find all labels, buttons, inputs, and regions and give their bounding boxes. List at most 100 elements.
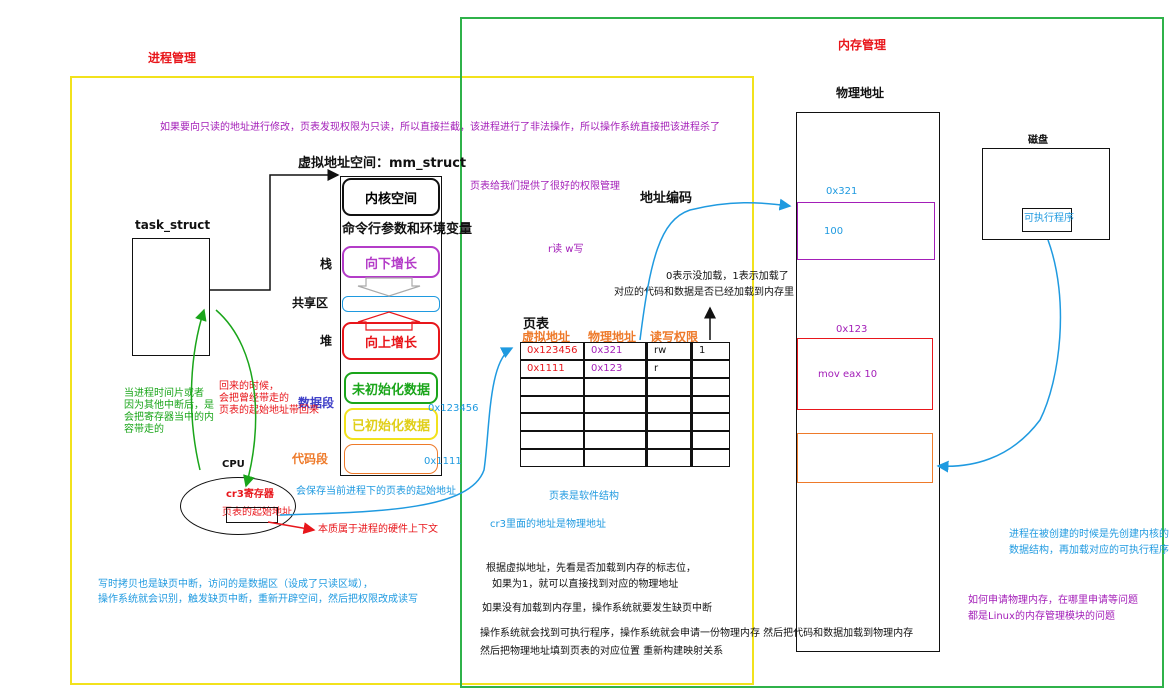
stack-region: 向下增长 [342, 246, 440, 278]
page-table-cell: 0x1111 [520, 359, 584, 378]
initialized-data-region: 已初始化数据 [344, 408, 438, 440]
rw-legend: r读 w写 [548, 244, 584, 255]
shared-region-label: 共享区 [292, 296, 329, 310]
page-table-cell [584, 395, 646, 414]
physical-value-mov: mov eax 10 [818, 369, 878, 380]
page-table-cell [692, 377, 730, 396]
header-rw-permission: 读写权限 [650, 330, 699, 344]
linux-question-note: 如何申请物理内存，在哪里申请等问题 都是Linux的内存管理模块的问题 [968, 595, 1138, 622]
page-table-cell: rw [646, 342, 692, 360]
disk-title: 磁盘 [1028, 135, 1048, 146]
page-table-cell [584, 377, 646, 396]
page-table-cell [692, 413, 730, 432]
process-management-title: 进程管理 [148, 51, 197, 65]
page-table-cell: 0x123456 [520, 342, 584, 360]
page-table-cell [520, 413, 584, 432]
readonly-warning-note: 如果要向只读的地址进行修改，页表发现权限为只读，所以直接拦截，该进程进行了非法操… [160, 122, 720, 133]
physical-memory-title: 物理地址 [836, 86, 885, 100]
page-table-cell [692, 449, 730, 467]
page-table-cell [520, 449, 584, 467]
cr3-physical-note: cr3里面的地址是物理地址 [490, 519, 606, 530]
page-table-cell: 1 [692, 342, 730, 360]
memory-management-title: 内存管理 [838, 38, 887, 52]
cpu-circle [180, 477, 296, 535]
page-fault-note: 如果没有加载到内存里，操作系统就要发生缺页中断 [482, 603, 712, 614]
cr3-to-pagetable-arrow [279, 347, 514, 516]
process-management-frame [70, 76, 754, 685]
memory-management-frame [460, 17, 1164, 688]
lookup-note: 根据虚拟地址，先看是否加载到内存的标志位， 如果为1，就可以直接找到对应的物理地… [486, 563, 696, 590]
disk-to-physical-arrow [936, 239, 1062, 473]
code-region [344, 444, 438, 474]
task-struct-label: task_struct [135, 218, 211, 232]
create-order-note: 进程在被创建的时候是先创建内核的 数据结构，再加载对应的可执行程序 [1009, 529, 1169, 556]
physical-block-loaded [797, 433, 933, 483]
uninitialized-data-region: 未初始化数据 [344, 372, 438, 404]
disk-box [982, 148, 1110, 240]
page-table-cell: r [646, 359, 692, 378]
permission-note: 页表给我们提供了很好的权限管理 [470, 181, 620, 192]
switch-back-note: 回来的时候， 会把曾经带走的 页表的起始地址带回来 [219, 381, 319, 416]
physical-value-100: 100 [824, 226, 844, 237]
page-table-cell [584, 449, 646, 467]
page-table-cell [692, 395, 730, 414]
page-table-title: 页表 [523, 317, 550, 332]
page-table-cell [584, 413, 646, 432]
page-table-cell [520, 431, 584, 450]
header-virtual-address: 虚拟地址 [522, 330, 571, 344]
hw-context-arrow [267, 521, 316, 535]
executable-box [1022, 208, 1072, 232]
task-to-mm-arrow [210, 169, 340, 291]
page-table-cell [520, 395, 584, 414]
page-table-cell [520, 377, 584, 396]
load-flag-note-1: 0表示没加载，1表示加载了 [666, 271, 789, 282]
physical-block-0x321 [797, 202, 935, 260]
cmdline-env-region: 命令行参数和环境变量 [342, 222, 473, 237]
physical-address-0x321: 0x321 [826, 186, 858, 197]
header-physical-address: 物理地址 [588, 330, 637, 344]
virtual-space-title: 虚拟地址空间：mm_struct [298, 156, 467, 171]
copy-on-write-note: 写时拷贝也是缺页中断，访问的是数据区（设成了只读区域）， 操作系统就会识别，触发… [98, 579, 418, 605]
data-address: 0x123456 [428, 403, 479, 414]
hardware-context-note: 本质属于进程的硬件上下文 [318, 524, 438, 535]
cr3-register-box [226, 507, 278, 523]
pagetable-start-address: 页表的起始地址 [222, 507, 292, 518]
stack-label: 栈 [320, 257, 333, 271]
green-save-arrow [190, 308, 257, 488]
task-struct-box [132, 238, 210, 356]
address-encoding-label: 地址编码 [640, 191, 693, 206]
kernel-space-region: 内核空间 [342, 178, 440, 216]
page-table-cell [584, 431, 646, 450]
cpu-label: CPU [222, 459, 245, 470]
load-flag-note-2: 对应的代码和数据是否已经加载到内存里 [614, 287, 794, 298]
page-table-cell [692, 359, 730, 378]
physical-block-0x123 [797, 338, 933, 410]
page-table-cell: 0x321 [584, 342, 646, 360]
page-table-cell [646, 413, 692, 432]
code-address: 0x1111 [424, 456, 462, 467]
heap-grow-arrow [357, 311, 421, 331]
page-table-cell [646, 431, 692, 450]
page-table-cell [692, 431, 730, 450]
stack-grow-arrow [357, 277, 421, 297]
heap-label: 堆 [320, 334, 333, 348]
pagetable-to-physical-arrow [639, 198, 792, 341]
heap-region: 向上增长 [342, 322, 440, 360]
switch-out-note: 当进程时间片或者 因为其他中断后，是 会把寄存器当中的内 容带走的 [124, 388, 214, 435]
page-table-cell [646, 449, 692, 467]
save-address-note: 会保存当前进程下的页表的起始地址 [296, 486, 456, 497]
virtual-space-column [340, 176, 442, 476]
executable-label: 可执行程序 [1024, 213, 1074, 224]
page-table-cell [646, 395, 692, 414]
code-segment-label: 代码段 [292, 452, 329, 466]
shared-region [342, 296, 440, 312]
software-structure-note: 页表是软件结构 [549, 491, 619, 502]
page-table-cell: 0x123 [584, 359, 646, 378]
data-segment-label: 数据段 [298, 396, 335, 410]
page-table-cell [646, 377, 692, 396]
load-steps-note: 操作系统就会找到可执行程序，操作系统就会申请一份物理内存 然后把代码和数据加载到… [480, 628, 914, 657]
cr3-register-label: cr3寄存器 [226, 489, 274, 500]
physical-address-0x123: 0x123 [836, 324, 868, 335]
